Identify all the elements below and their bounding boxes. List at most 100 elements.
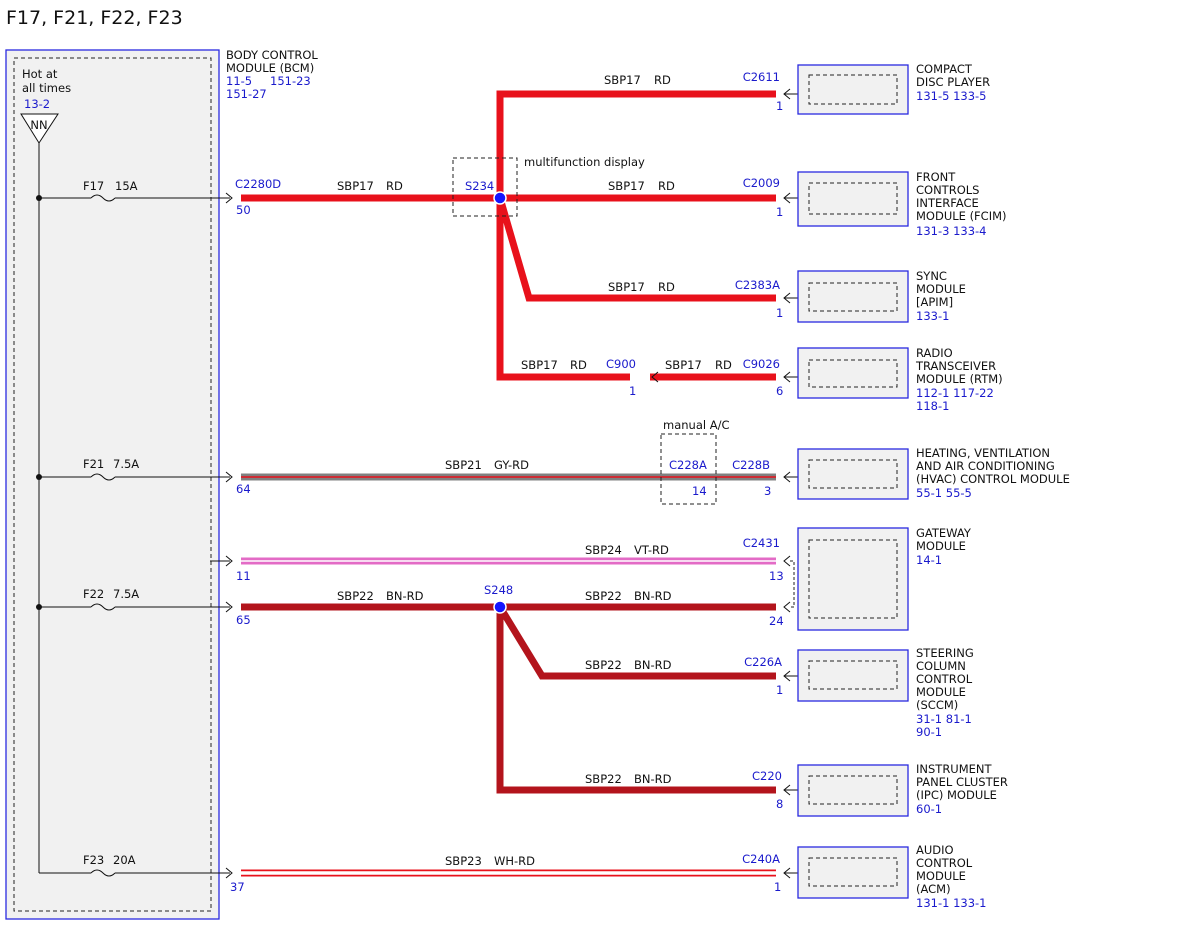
bcm-pin-11: 11 xyxy=(236,569,251,583)
pin-c240a: 1 xyxy=(774,880,781,894)
module-name-fcim-1: FRONT xyxy=(916,170,956,184)
module-inner-box xyxy=(808,282,898,312)
module-name-sccm-5: (SCCM) xyxy=(916,698,958,712)
fuse-f22-rating: 7.5A xyxy=(113,587,139,601)
pin-c226a: 1 xyxy=(776,683,783,697)
module-ref-sync: 133-1 xyxy=(916,309,949,323)
splice-s234-dot xyxy=(493,191,507,205)
module-inner-box xyxy=(808,459,898,489)
wire-label-color: BN-RD xyxy=(634,658,672,672)
module-name-cdp-1: COMPACT xyxy=(916,62,973,76)
module-name-sccm-1: STEERING xyxy=(916,646,974,660)
module-name-acm-4: (ACM) xyxy=(916,882,951,896)
splice-s234-label: S234 xyxy=(465,179,494,193)
fuse-f21-rating: 7.5A xyxy=(113,457,139,471)
module-ref-gateway: 14-1 xyxy=(916,553,942,567)
inline-pin-c228a: 14 xyxy=(692,484,707,498)
fuse-symbol-icon xyxy=(90,603,116,611)
module-inner-box xyxy=(808,660,898,690)
pin-c2431-24: 24 xyxy=(769,614,784,628)
connector-c220: C220 xyxy=(752,769,782,783)
module-box-ipc xyxy=(797,764,909,817)
wire-label-circuit: SBP17 xyxy=(608,179,645,193)
module-box-sccm xyxy=(797,649,909,702)
pin-c2009: 1 xyxy=(776,205,783,219)
c900-arrow-icon xyxy=(651,371,659,383)
module-box-fcim xyxy=(797,171,909,227)
mfd-dashed-box xyxy=(452,157,518,217)
wire-label-circuit: SBP22 xyxy=(337,589,374,603)
fuse-f17: F17 15A xyxy=(39,179,230,202)
module-name-rtm-1: RADIO xyxy=(916,346,953,360)
wire-sbp22-sccm xyxy=(497,605,776,680)
module-box-gateway xyxy=(797,527,909,631)
bcm-pin-64: 64 xyxy=(236,482,251,496)
wire-label-circuit: SBP24 xyxy=(585,543,622,557)
fuse-f23: F23 20A xyxy=(39,853,230,877)
module-ref-hvac: 55-1 55-5 xyxy=(916,486,972,500)
fuse-f17-rating: 15A xyxy=(115,179,138,193)
module-name-ipc-1: INSTRUMENT xyxy=(916,762,993,776)
module-name-gateway-1: GATEWAY xyxy=(916,526,972,540)
module-name-fcim-3: INTERFACE xyxy=(916,196,979,210)
wire-label-color: RD xyxy=(715,358,732,372)
pin-c220: 8 xyxy=(776,797,783,811)
pin-c228b: 3 xyxy=(764,484,771,498)
wire-label-color: BN-RD xyxy=(386,589,424,603)
bcm-connector-c2280d: C2280D xyxy=(235,177,281,191)
module-name-fcim-4: MODULE (FCIM) xyxy=(916,209,1007,223)
wire-label-circuit: SBP22 xyxy=(585,772,622,786)
manual-ac-label: manual A/C xyxy=(663,418,730,432)
wire-label-color: RD xyxy=(386,179,403,193)
wire-sbp17-sync xyxy=(496,197,776,302)
module-name-sccm-3: CONTROL xyxy=(916,672,973,686)
wire-label-color: RD xyxy=(658,280,675,294)
module-name-sccm-4: MODULE xyxy=(916,685,966,699)
module-box-cdp xyxy=(797,64,909,115)
wire-sbp22-ipc xyxy=(496,607,776,794)
diagram-title: F17, F21, F22, F23 xyxy=(6,7,183,29)
pin-c2383a: 1 xyxy=(776,306,783,320)
wire-label-circuit: SBP17 xyxy=(604,73,641,87)
inline-pin-c900: 1 xyxy=(629,384,636,398)
wire-label-circuit: SBP21 xyxy=(445,458,482,472)
pin-c2611: 1 xyxy=(776,99,783,113)
wire-sbp17-c900 xyxy=(496,198,630,381)
bcm-name-1: BODY CONTROL xyxy=(226,48,318,62)
fuse-f17-label: F17 xyxy=(83,179,104,193)
fuse-f23-label: F23 xyxy=(83,853,104,867)
wire-label-color: RD xyxy=(658,179,675,193)
fuse-f23-rating: 20A xyxy=(113,853,136,867)
module-box-sync xyxy=(797,270,909,323)
wire-label-color: VT-RD xyxy=(634,543,669,557)
module-inner-box xyxy=(808,182,898,215)
module-name-rtm-3: MODULE (RTM) xyxy=(916,372,1003,386)
module-ref-sccm-2: 90-1 xyxy=(916,725,942,739)
module-ref-ipc: 60-1 xyxy=(916,802,942,816)
wire-label-circuit: SBP22 xyxy=(585,589,622,603)
wire-label-color: BN-RD xyxy=(634,589,672,603)
fuse-symbol-icon xyxy=(90,473,116,481)
connector-c2431: C2431 xyxy=(743,536,780,550)
bcm-ref-2: 151-23 xyxy=(270,74,311,88)
bcm-name-2: MODULE (BCM) xyxy=(226,61,314,75)
connector-c240a: C240A xyxy=(742,852,780,866)
connector-c2383a: C2383A xyxy=(735,278,780,292)
module-connector-labels: C2611 1 C2009 1 C2383A 1 C9026 6 C228B 3… xyxy=(732,70,784,894)
wire-label-circuit: SBP22 xyxy=(585,658,622,672)
module-name-sync-1: SYNC xyxy=(916,269,947,283)
fuse-f22-label: F22 xyxy=(83,587,104,601)
pin-c2431-13: 13 xyxy=(769,569,784,583)
module-ref-sccm-1: 31-1 81-1 xyxy=(916,712,972,726)
module-name-sync-2: MODULE xyxy=(916,282,966,296)
connector-c226a: C226A xyxy=(744,655,782,669)
bcm-ref-1: 11-5 xyxy=(226,74,252,88)
wire-label-circuit: SBP23 xyxy=(445,854,482,868)
wire-label-color: BN-RD xyxy=(634,772,672,786)
module-name-sccm-2: COLUMN xyxy=(916,659,966,673)
module-name-hvac-3: (HVAC) CONTROL MODULE xyxy=(916,472,1070,486)
module-inner-box xyxy=(808,857,898,887)
wire-labels: SBP17 RD SBP17 RD SBP17 RD SBP17 RD SBP1… xyxy=(337,73,732,868)
wire-sbp22-network xyxy=(241,603,776,794)
